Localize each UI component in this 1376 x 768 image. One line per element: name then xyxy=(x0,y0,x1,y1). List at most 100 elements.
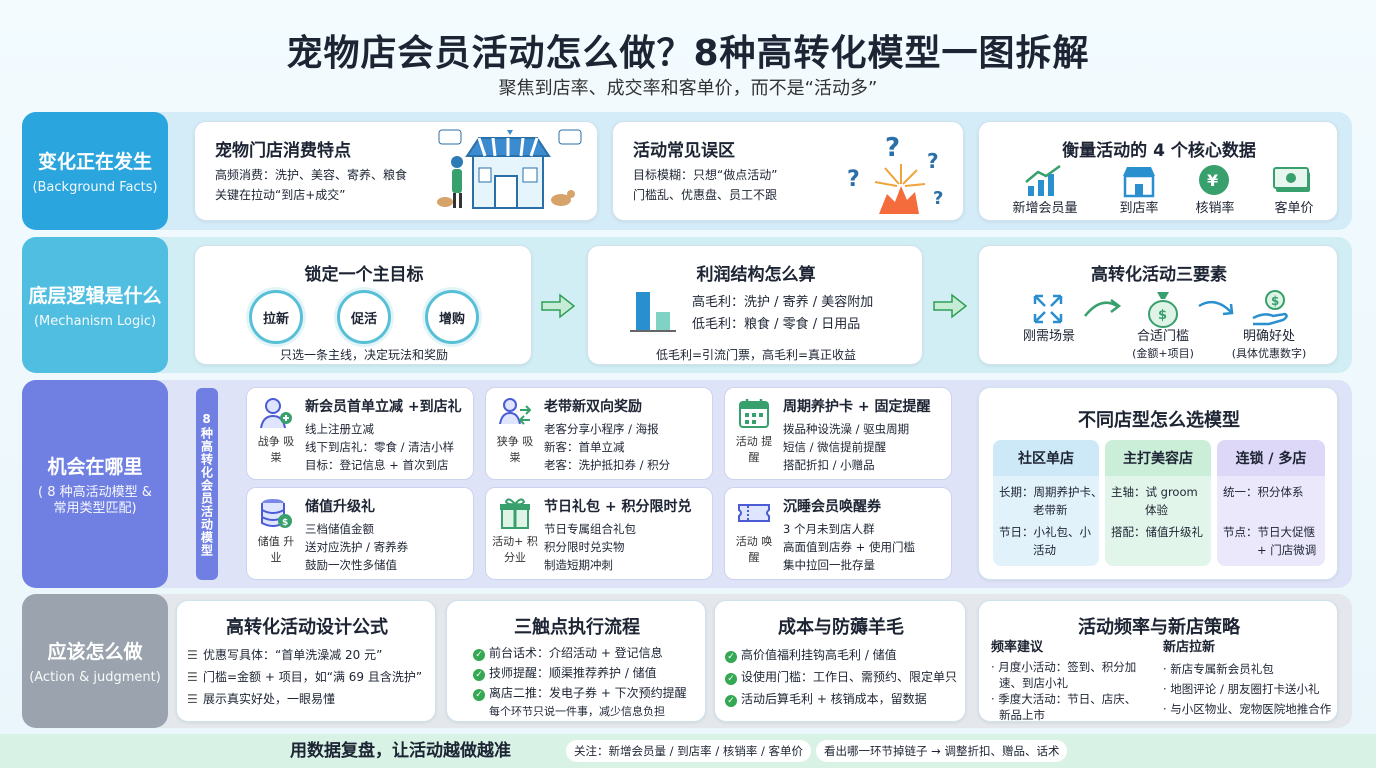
strategy-card: 活动频率与新店策略 频率建议 · 月度小活动：签到、积分加 速、到店小礼 · 季… xyxy=(978,600,1338,722)
curve-arrow-icon xyxy=(1084,299,1122,317)
model-line: 积分限时兑实物 xyxy=(544,540,625,554)
list-icon: ☰ xyxy=(187,692,198,706)
model-icon-label: 战争 吸粜 xyxy=(257,435,295,464)
model-title: 储值升级礼 xyxy=(305,499,375,515)
check-icon: ✓ xyxy=(473,689,485,701)
store-icon xyxy=(1123,167,1155,198)
model-line: 搭配折扣 / 小赠品 xyxy=(783,458,875,472)
goal-circle-upsell: 增购 xyxy=(425,290,479,344)
formula-title: 高转化活动设计公式 xyxy=(226,617,388,638)
store-type-head: 社区单店 xyxy=(993,440,1099,476)
row-logic: 底层逻辑是什么 (Mechanism Logic) 锁定一个主目标 拉新 促活 … xyxy=(22,237,1352,373)
check-icon: ✓ xyxy=(725,673,737,685)
expand-arrows-icon xyxy=(1033,294,1063,324)
model-title: 沉睡会员唤醒券 xyxy=(783,499,881,515)
question-burst-icon: ? ? ? ? xyxy=(847,133,943,214)
cost-line: 高价值福利挂钩高毛利 / 储值 xyxy=(741,648,897,662)
touchpoint-title: 三触点执行流程 xyxy=(514,617,640,638)
row-label-en: ( 8 种高活动模型 & 常用类型匹配) xyxy=(38,484,152,516)
gift-icon xyxy=(500,498,530,529)
frequency-head: 频率建议 xyxy=(991,640,1044,655)
user-exchange-icon xyxy=(499,398,532,425)
new-store-line: · 新店专属新会员礼包 xyxy=(1163,662,1274,676)
touchpoint-line: 前台话术：介绍活动 + 登记信息 xyxy=(489,646,663,660)
formula-card: 高转化活动设计公式 ☰优惠写具体：“首单洗澡减 20 元” ☰门槛=金额 + 项… xyxy=(176,600,436,722)
row-label-logic: 底层逻辑是什么 (Mechanism Logic) xyxy=(22,237,168,373)
store-card: 宠物门店消费特点 高频消费：洗护、美容、寄养、粮食 关键在拉动“到店+成交” xyxy=(194,121,598,221)
store-type-head: 主打美容店 xyxy=(1105,440,1211,476)
formula-line: 优惠写具体：“首单洗澡减 20 元” xyxy=(203,648,383,662)
yuan-coin-icon: ¥ xyxy=(1199,165,1229,195)
row-label-zh: 机会在哪里 xyxy=(47,455,143,478)
cost-line: 活动后算毛利 + 核销成本，留数据 xyxy=(741,692,927,706)
goal-card: 锁定一个主目标 拉新 促活 增购 只选一条主线，决定玩法和奖励 xyxy=(194,245,532,365)
touchpoint-line: 离店二推：发电子券 + 下次预约提醒 xyxy=(489,686,687,700)
cash-icon xyxy=(1273,167,1310,192)
store-type-line: 长期：周期养护卡、 xyxy=(999,485,1103,499)
metrics-card-title: 衡量活动的 4 个核心数据 xyxy=(1062,141,1256,161)
profit-high: 高毛利：洗护 / 寄养 / 美容附加 xyxy=(692,295,874,310)
mistakes-card-title: 活动常见误区 xyxy=(633,141,735,161)
store-type-line: 活动 xyxy=(1033,543,1056,557)
model-line: 三档储值金额 xyxy=(305,522,374,536)
svg-text:$: $ xyxy=(282,518,288,528)
row-actions: 应该怎么做 (Action & judgment) 高转化活动设计公式 ☰优惠写… xyxy=(22,594,1352,728)
model-icon-label: 活动+ 积分业 xyxy=(492,535,538,564)
mistake-line: 目标模糊：只想“做点活动” xyxy=(633,168,778,182)
cost-card: 成本与防薅羊毛 ✓高价值福利挂钩高毛利 / 储值 ✓设使用门槛：工作日、需预约、… xyxy=(714,600,966,722)
new-store-head: 新店拉新 xyxy=(1163,640,1216,655)
metric-label: 到店率 xyxy=(1119,201,1159,216)
model-line: 集中拉回一批存量 xyxy=(783,558,875,572)
store-type-line: 统一：积分体系 xyxy=(1223,485,1304,499)
model-title: 新会员首单立减 +到店礼 xyxy=(305,399,462,415)
model-card-care-cycle: 活动 提醒 周期养护卡 + 固定提醒 拨品种设洗澡 / 驱虫周期 短信 / 微信… xyxy=(724,387,952,480)
model-icon-label: 活动 提醒 xyxy=(735,435,773,464)
mistake-line: 门槛乱、优惠盘、员工不跟 xyxy=(633,188,778,202)
touchpoint-card: 三触点执行流程 ✓ 前台话术：介绍活动 + 登记信息 ✓ 技师提醒：顺渠推荐养护 /… xyxy=(446,600,706,722)
element-sub: (具体优惠数字) xyxy=(1231,347,1307,360)
model-title: 节日礼包 + 积分限时兑 xyxy=(544,499,692,515)
arrow-right-icon xyxy=(541,293,576,319)
frequency-line: · 季度大活动：节日、店庆、 xyxy=(991,692,1137,706)
goal-card-title: 锁定一个主目标 xyxy=(304,265,424,285)
store-type-line: 主轴：试 groom xyxy=(1111,485,1198,499)
element-label: 明确好处 xyxy=(1242,329,1295,344)
coin-stack-icon: $ xyxy=(261,499,292,528)
model-line: 鼓励一次性多储值 xyxy=(305,558,397,572)
metric-label: 核销率 xyxy=(1195,201,1235,216)
check-icon: ✓ xyxy=(725,651,737,663)
store-type-title: 不同店型怎么选模型 xyxy=(1078,410,1240,431)
model-line: 新客：首单立减 xyxy=(544,440,625,454)
frequency-line: · 月度小活动：签到、积分加 xyxy=(991,660,1137,674)
store-type-card: 不同店型怎么选模型 社区单店 长期：周期养护卡、 老带新 节日：小礼包、小 活动… xyxy=(978,387,1338,580)
svg-text:?: ? xyxy=(885,133,900,163)
formula-line: 展示真实好处，一眼易懂 xyxy=(203,692,336,706)
row-label-en: (Background Facts) xyxy=(32,179,158,195)
user-add-icon xyxy=(260,398,292,429)
ticket-icon xyxy=(738,504,770,522)
model-icon-label: 狭争 吸粜 xyxy=(496,435,534,464)
model-line: 目标：登记信息 + 首次到店 xyxy=(305,458,449,472)
model-line: 高面值到店券 + 使用门槛 xyxy=(783,540,915,554)
hand-coin-icon: $ xyxy=(1252,290,1288,326)
model-card-holiday: 活动+ 积分业 节日礼包 + 积分限时兑 节日专属组合礼包 积分限时兑实物 制造… xyxy=(485,487,713,580)
footer-pill-metrics: 关注：新增会员量 / 到店率 / 核销率 / 客单价 xyxy=(566,740,812,762)
model-line: 拨品种设洗澡 / 驱虫周期 xyxy=(783,422,910,436)
check-icon: ✓ xyxy=(725,695,737,707)
list-icon: ☰ xyxy=(187,670,198,684)
list-icon: ☰ xyxy=(187,648,198,662)
footer-main: 用数据复盘，让活动越做越准 xyxy=(290,741,511,761)
store-type-line: + 门店微调 xyxy=(1257,543,1317,557)
calendar-icon xyxy=(739,399,769,428)
model-line: 3 个月未到店人群 xyxy=(783,522,875,536)
profit-card: 利润结构怎么算 高毛利：洗护 / 寄养 / 美容附加 低毛利：粮食 / 零食 /… xyxy=(587,245,923,365)
cost-title: 成本与防薅羊毛 xyxy=(778,617,904,638)
store-type-line: 老带新 xyxy=(1033,503,1068,517)
check-icon: ✓ xyxy=(473,649,485,661)
model-card-stored-value: $ 储值 升业 储值升级礼 三档储值金额 送对应洗护 / 寄养券 鼓励一次性多储… xyxy=(246,487,474,580)
row-label-zh: 底层逻辑是什么 xyxy=(28,284,162,307)
page-title: 宠物店会员活动怎么做？8种高转化模型一图拆解 xyxy=(286,33,1090,74)
touchpoint-line: 技师提醒：顺渠推荐养护 / 储值 xyxy=(489,666,657,680)
model-card-referral: 狭争 吸粜 老带新双向奖励 老客分享小程序 / 海报 新客：首单立减 老客：洗护… xyxy=(485,387,713,480)
touchpoint-note: 每个环节只说一件事，减少信息负担 xyxy=(489,705,665,718)
